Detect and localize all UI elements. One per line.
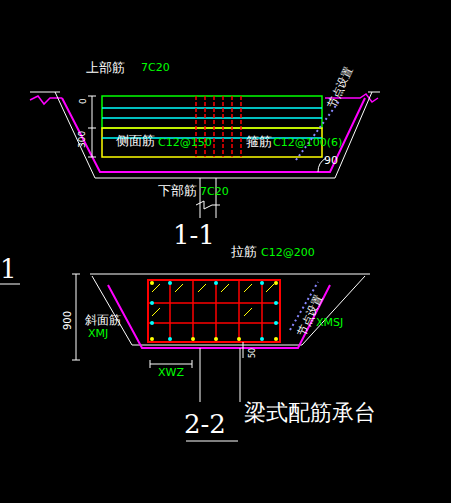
- rebar-label: 斜面筋: [85, 314, 121, 326]
- rebar-label: 拉筋: [231, 245, 257, 258]
- rebar-label: 上部筋: [86, 61, 125, 74]
- rebar-label: 侧面筋: [116, 134, 155, 147]
- note-label: 节点设置: [296, 293, 325, 338]
- rebar-spec: 7C20: [200, 186, 229, 197]
- rebar-spec: C12@150: [158, 137, 212, 148]
- rebar-spec: XMJ: [88, 328, 108, 339]
- rebar-spec: XWZ: [158, 367, 184, 378]
- dimension: 0: [79, 98, 88, 104]
- rebar-spec: C12@100(6): [273, 137, 342, 148]
- section-mark: 1: [0, 256, 17, 282]
- rebar-spec: XMSJ: [316, 317, 343, 328]
- drawing-title: 梁式配筋承台: [244, 402, 376, 424]
- dimension: 900: [63, 311, 73, 330]
- rebar-label: 下部筋: [158, 184, 197, 197]
- dimension: 300: [78, 131, 87, 148]
- angle-dimension: 90: [324, 155, 338, 166]
- rebar-spec: 7C20: [141, 62, 170, 73]
- section-mark: 1-1: [173, 222, 215, 248]
- section-mark: 2-2: [184, 411, 226, 437]
- note-label: 节点设置: [326, 65, 355, 110]
- rebar-spec: C12@200: [261, 247, 315, 258]
- rebar-label: 箍筋: [246, 135, 272, 148]
- dimension: 50: [249, 348, 257, 358]
